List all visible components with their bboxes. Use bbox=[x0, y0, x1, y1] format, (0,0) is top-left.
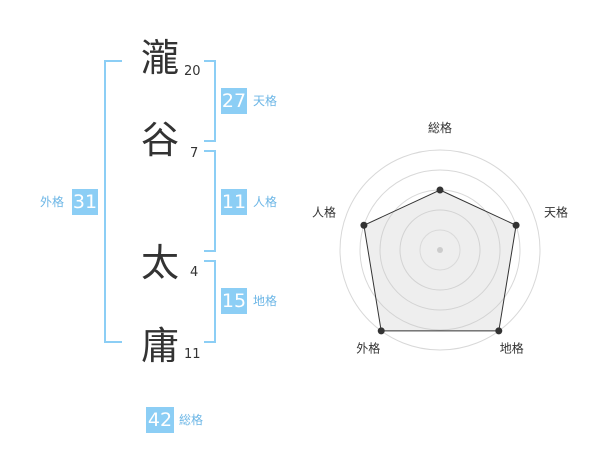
radar-data-point bbox=[512, 221, 520, 229]
radar-axis-label: 地格 bbox=[500, 341, 524, 356]
tenkaku-label: 天格 bbox=[253, 94, 278, 108]
name-char-2: 谷 bbox=[140, 118, 179, 162]
radar-axis-label: 天格 bbox=[544, 204, 568, 219]
name-char-1: 瀧 bbox=[140, 36, 179, 80]
gaikaku-bracket bbox=[104, 60, 122, 343]
radar-data-point bbox=[436, 186, 444, 194]
chikaku-value: 15 bbox=[221, 288, 247, 314]
radar-axis-label: 人格 bbox=[312, 204, 336, 219]
jinkaku-label: 人格 bbox=[253, 195, 278, 209]
radar-axis-label: 外格 bbox=[356, 341, 380, 356]
radar-grid-ring bbox=[339, 149, 541, 351]
radar-data-point bbox=[495, 327, 503, 335]
soukaku-value: 42 bbox=[146, 407, 174, 433]
radar-grid-ring bbox=[399, 209, 481, 291]
chikaku-bracket bbox=[204, 260, 216, 343]
stroke-count-3: 4 bbox=[190, 265, 199, 280]
radar-center-dot bbox=[437, 247, 443, 253]
radar-axis-label: 総格 bbox=[428, 120, 452, 135]
name-char-3: 太 bbox=[140, 241, 179, 285]
name-char-4: 庸 bbox=[140, 324, 179, 368]
gaikaku-label: 外格 bbox=[40, 195, 65, 209]
radar-grid-ring bbox=[359, 169, 521, 331]
radar-data-point bbox=[360, 221, 368, 229]
jinkaku-bracket bbox=[204, 150, 216, 252]
radar-grid-ring bbox=[419, 229, 461, 271]
tenkaku-bracket bbox=[204, 60, 216, 142]
tenkaku-value: 27 bbox=[221, 88, 247, 114]
radar-data-point bbox=[377, 327, 385, 335]
stroke-count-1: 20 bbox=[184, 64, 201, 79]
radar-data-area bbox=[363, 189, 517, 332]
chikaku-label: 地格 bbox=[253, 294, 278, 308]
gaikaku-value: 31 bbox=[72, 189, 98, 215]
soukaku-label: 総格 bbox=[179, 413, 204, 427]
jinkaku-value: 11 bbox=[221, 189, 247, 215]
stroke-count-4: 11 bbox=[184, 347, 201, 362]
stroke-count-2: 7 bbox=[190, 146, 199, 161]
